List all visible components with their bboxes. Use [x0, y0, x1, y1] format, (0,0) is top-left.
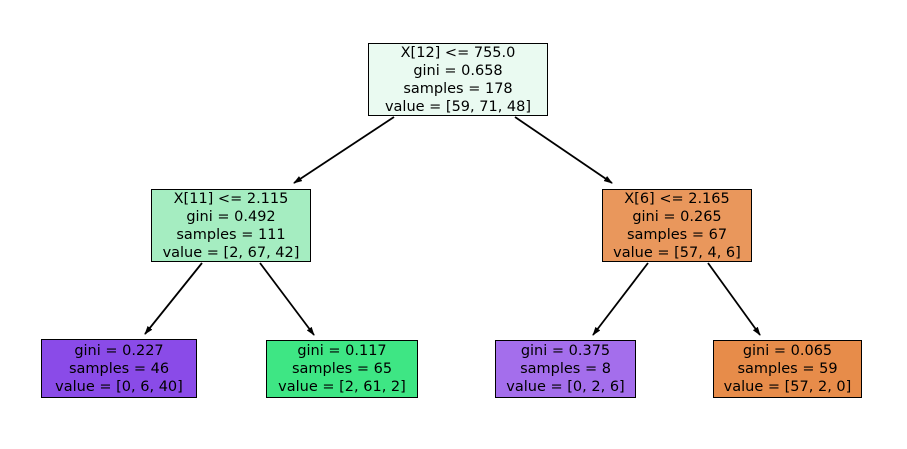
- edge-left-to-leaf-lr: [259, 262, 315, 336]
- node-condition: X[11] <= 2.115: [173, 190, 289, 207]
- tree-node-right: X[6] <= 2.165 gini = 0.265 samples = 67 …: [602, 189, 752, 262]
- edge-right-to-leaf-rl: [592, 262, 649, 336]
- tree-leaf-right-left: gini = 0.375 samples = 8 value = [0, 2, …: [495, 340, 636, 398]
- node-gini: gini = 0.117: [297, 343, 387, 359]
- node-samples: samples = 8: [520, 361, 611, 377]
- tree-leaf-right-right: gini = 0.065 samples = 59 value = [57, 2…: [713, 340, 862, 398]
- node-condition: X[6] <= 2.165: [624, 190, 730, 207]
- node-gini: gini = 0.065: [742, 343, 833, 359]
- node-gini: gini = 0.265: [632, 208, 722, 225]
- node-value: value = [2, 61, 2]: [278, 379, 406, 395]
- edge-root-to-right: [514, 116, 613, 184]
- node-value: value = [59, 71, 48]: [384, 98, 532, 115]
- node-condition: X[12] <= 755.0: [400, 44, 516, 61]
- node-gini: gini = 0.658: [413, 62, 503, 79]
- tree-node-root: X[12] <= 755.0 gini = 0.658 samples = 17…: [368, 43, 548, 116]
- node-value: value = [57, 2, 0]: [723, 379, 852, 395]
- node-samples: samples = 46: [68, 360, 170, 377]
- node-samples: samples = 111: [176, 226, 286, 243]
- node-samples: samples = 178: [403, 80, 513, 97]
- node-value: value = [0, 2, 6]: [506, 379, 625, 395]
- edge-left-to-leaf-ll: [144, 262, 203, 335]
- edge-root-to-left: [293, 116, 395, 184]
- node-gini: gini = 0.492: [186, 208, 276, 225]
- node-samples: samples = 59: [737, 361, 838, 377]
- node-value: value = [0, 6, 40]: [55, 378, 183, 395]
- node-samples: samples = 65: [291, 361, 393, 377]
- tree-leaf-left-right: gini = 0.117 samples = 65 value = [2, 61…: [266, 340, 418, 398]
- node-value: value = [57, 4, 6]: [613, 244, 741, 261]
- node-value: value = [2, 67, 42]: [162, 244, 300, 261]
- tree-node-left: X[11] <= 2.115 gini = 0.492 samples = 11…: [151, 189, 311, 262]
- node-gini: gini = 0.227: [74, 342, 164, 359]
- edge-right-to-leaf-rr: [707, 262, 761, 336]
- node-samples: samples = 67: [626, 226, 728, 243]
- node-gini: gini = 0.375: [520, 343, 611, 359]
- tree-leaf-left-left: gini = 0.227 samples = 46 value = [0, 6,…: [41, 339, 197, 398]
